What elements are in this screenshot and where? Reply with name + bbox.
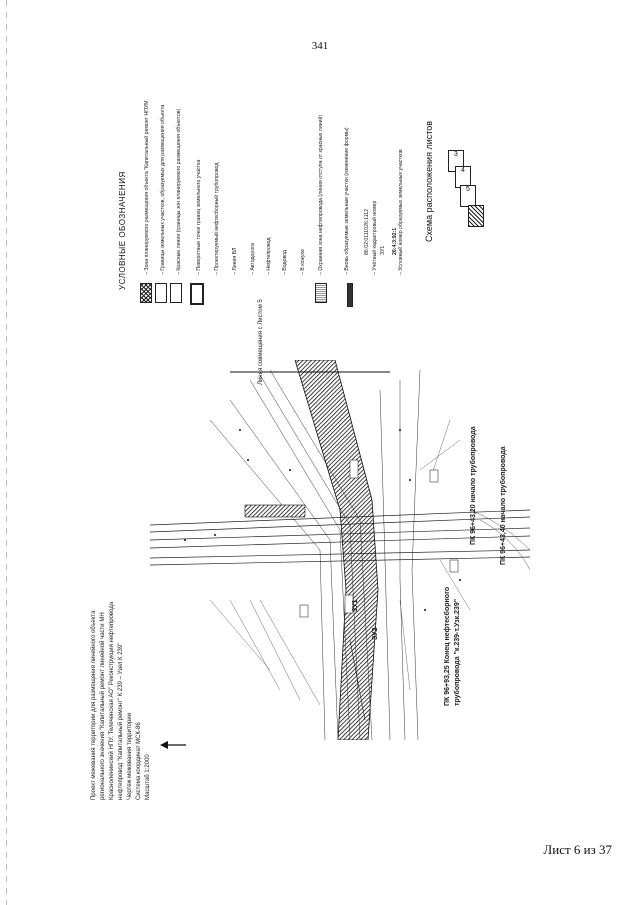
legend-item: – Автодорога [250, 243, 256, 275]
join-line-label: Линия совмещения с Листом 5 [258, 299, 264, 385]
note-line: нефтепровод "Капитальный ремонт" К 239 –… [118, 642, 124, 800]
note-line: Проект межевания территории для размещен… [91, 610, 97, 800]
legend-code: 26:4:3:92:1 [392, 227, 398, 255]
legend-item: – Красные линии (границы зон планируемог… [176, 108, 182, 275]
legend-swatch-crosshatch [140, 283, 152, 303]
site-plan-drawing [150, 360, 530, 740]
legend-item: – Границы земельных участков, образуемых… [160, 104, 166, 275]
legend-item: – Линия ВЛ [232, 247, 238, 275]
sheet-footer: Лист 6 из 37 [543, 842, 612, 857]
note-line: регионального значения "Капитальный ремо… [100, 612, 106, 800]
note-line: Чертеж межевания территории [127, 712, 133, 800]
pk-end-label-1: ПК 96+93,25 Конец нефтесборного [444, 586, 451, 706]
pk-start-label-top: ПК 96+43,20 начало трубопровода [470, 426, 477, 545]
legend-title: УСЛОВНЫЕ ОБОЗНАЧЕНИЯ [118, 171, 127, 290]
legend-item: – В кожухе [300, 249, 306, 275]
legend-item: – Условный номер образуемых земельных уч… [398, 149, 404, 275]
pk-end-label-2: трубопровода "к.239-т.Узк.239" [454, 598, 461, 706]
legend-code: 86:02:0111026:1112 [364, 208, 370, 255]
sheet-layout-title: Схема расположения листов [424, 120, 434, 242]
legend-swatch-border [155, 283, 167, 303]
plot-label-b: ЗУ2 [372, 627, 379, 640]
legend-item: – Учётный кадастровый номер [372, 200, 378, 275]
north-arrow-icon [160, 741, 186, 749]
legend-swatch-new-plot [347, 283, 353, 307]
legend-code: ЗУ1 [380, 245, 386, 255]
drawing-notes: Проект межевания территории для размещен… [90, 602, 153, 800]
pipeline-corridor [294, 360, 379, 740]
legend-item: – Нефтепровод [266, 237, 272, 275]
sheet-box-6-current: 6 [468, 205, 484, 227]
legend-swatch-protection-zone [315, 283, 327, 303]
sheet-box-5: 5 [460, 185, 476, 207]
legend-item: – Зона планируемого размещения объекта "… [144, 100, 150, 275]
plot-label-a: ЗУ1 [352, 599, 359, 612]
page-margin-line [6, 0, 7, 905]
note-line: Система координат МСК-86 [136, 722, 142, 800]
pk-start-label-mid: ПК 96+43,40 начало трубопровода [500, 446, 507, 565]
legend-item: – Водовод [282, 250, 288, 275]
legend-item: – Охранная зона нефтепровода (линия отст… [318, 114, 324, 275]
legend-item: – Вновь образуемые земельные участки (из… [344, 127, 350, 275]
page-number: 341 [311, 40, 329, 52]
legend-swatch-redline [170, 283, 182, 303]
legend-item: – Проектируемый нефтесборный трубопровод [214, 162, 220, 275]
legend-swatch-vertex [190, 283, 204, 305]
legend-item: – Поворотные точки границ земельного уча… [196, 159, 202, 275]
note-line: Красноленинский НПУ, Телеченская АО" Рек… [109, 601, 115, 800]
